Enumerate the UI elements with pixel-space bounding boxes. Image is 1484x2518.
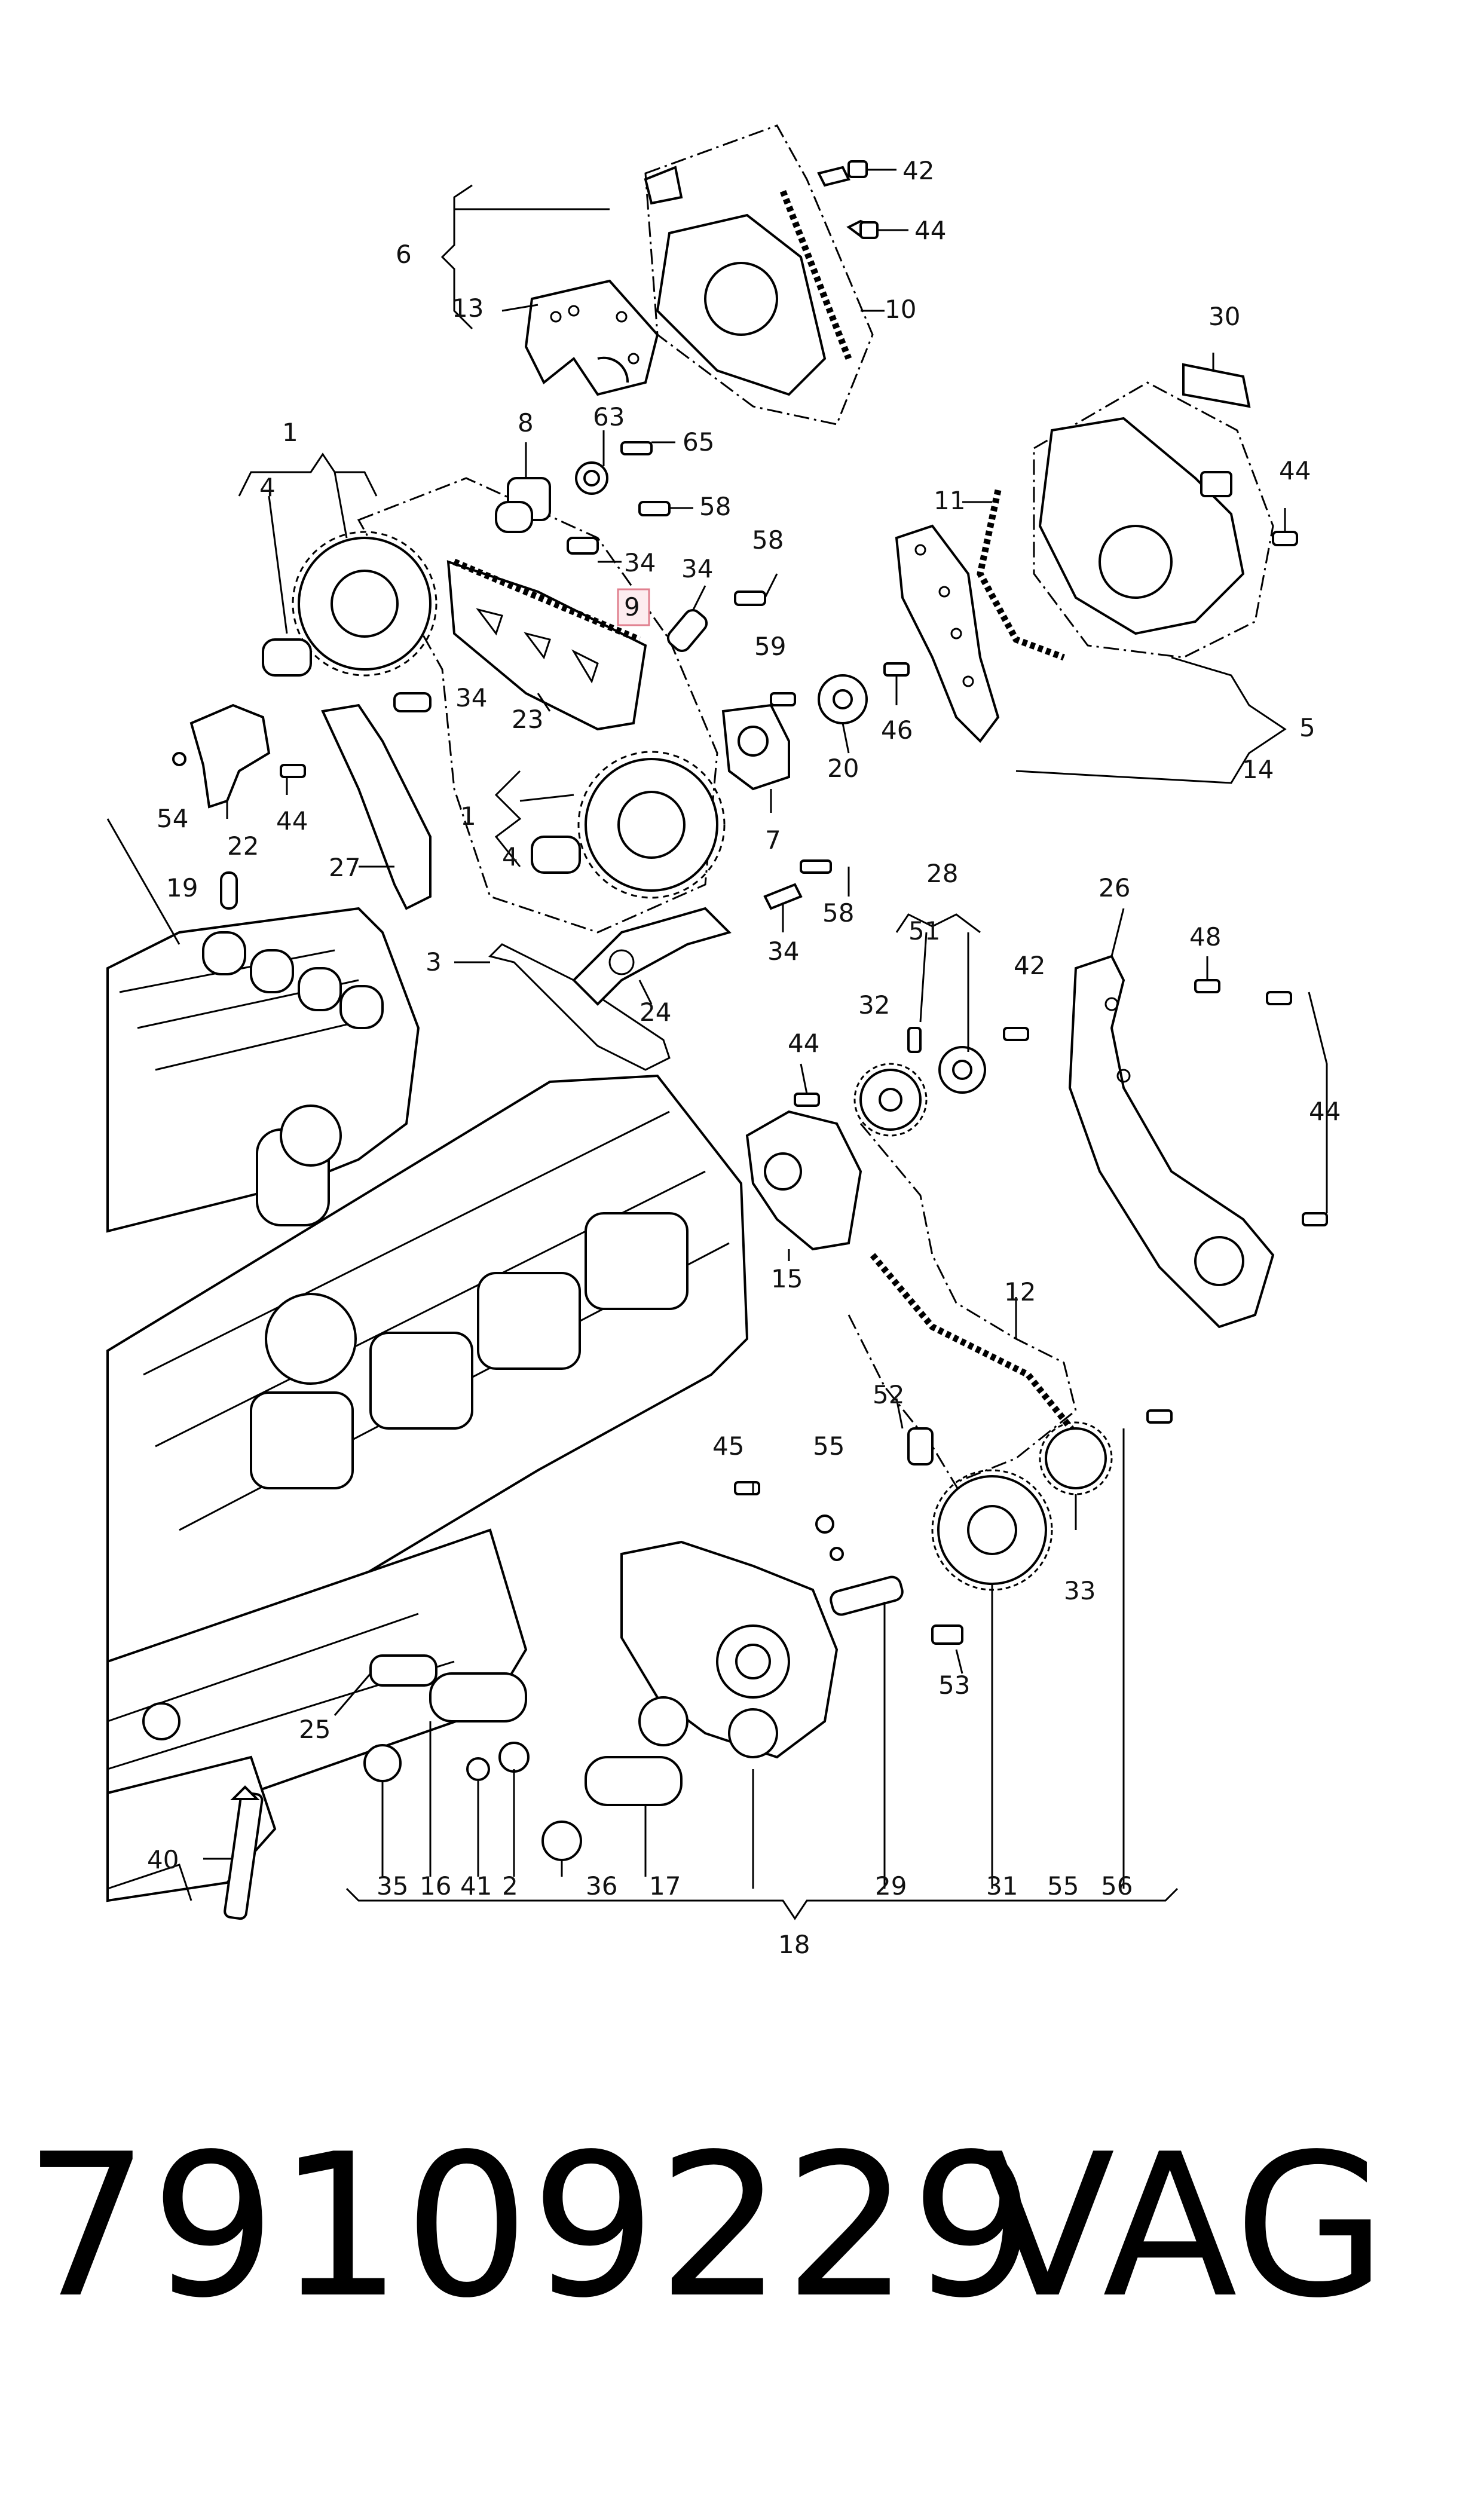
label-58: 58 [699,492,731,521]
label-9: 9 [624,592,640,622]
label-12: 12 [1004,1277,1036,1307]
highlight-box-9 [617,588,650,626]
label-13: 13 [452,293,484,323]
label-41: 41 [460,1871,492,1901]
label-35: 35 [377,1871,408,1901]
label-58c: 58 [822,898,854,928]
label-58b: 58 [752,525,784,555]
right-cover-group [895,353,1298,784]
label-51: 51 [908,916,940,946]
lower-chain-group [847,1123,1173,1674]
label-34: 34 [624,548,656,577]
label-25: 25 [299,1715,331,1744]
label-34b: 34 [681,554,713,583]
label-56: 56 [1101,1871,1133,1901]
label-65: 65 [683,427,714,457]
label-18: 18 [778,1930,810,1959]
label-1: 1 [282,418,298,447]
label-44c: 44 [1279,456,1311,485]
label-19: 19 [166,873,198,902]
label-23: 23 [512,705,543,734]
brand-name: VAG [980,2112,1387,2341]
label-55: 55 [813,1431,844,1461]
middle-gear-group [494,662,910,899]
label-44f: 44 [1309,1097,1341,1126]
label-63: 63 [593,402,625,432]
label-24: 24 [640,998,671,1027]
label-15: 15 [771,1264,803,1293]
label-10: 10 [885,295,916,324]
label-33: 33 [1064,1576,1096,1605]
upper-tensioner-group [440,124,908,426]
lower-sprocket-group [745,913,1029,1261]
label-27: 27 [329,853,360,882]
label-42: 42 [902,156,934,185]
label-32: 32 [858,990,890,1020]
label-4b: 4 [502,842,518,871]
part-number: 79109229 [24,2112,1038,2341]
tensioner-and-guides-left [172,692,432,910]
label-48: 48 [1189,922,1221,951]
label-4: 4 [259,473,276,502]
label-2: 2 [502,1871,518,1901]
label-22: 22 [227,831,259,861]
label-17: 17 [649,1871,681,1901]
label-11: 11 [934,486,965,515]
label-54: 54 [157,804,188,833]
label-44d: 44 [276,806,308,836]
label-45: 45 [712,1431,744,1461]
label-40: 40 [147,1845,179,1874]
label-31: 31 [986,1871,1018,1901]
label-59: 59 [754,632,786,661]
label-55b: 55 [1047,1871,1079,1901]
label-53: 53 [938,1670,970,1700]
label-14: 14 [1242,755,1274,784]
right-guide-group [1068,908,1328,1329]
label-52: 52 [873,1380,904,1409]
label-34d: 34 [767,937,799,966]
timing-chain-3 [454,859,850,1071]
part-labels: 1 4 6 13 42 44 10 30 8 63 65 58 34 9 58 … [147,156,1341,1959]
label-44e: 44 [788,1029,819,1058]
label-20: 20 [827,754,859,783]
label-34c: 34 [455,683,487,712]
label-44: 44 [914,216,946,245]
label-16: 16 [420,1871,451,1901]
fuel-pump-group [203,1428,1179,1920]
engine-cylinder-head [106,818,749,1902]
label-36: 36 [586,1871,617,1901]
upper-cam-gear-group [238,430,778,934]
label-46: 46 [881,715,913,745]
label-1b: 1 [460,801,476,831]
label-30: 30 [1208,302,1240,331]
label-29: 29 [875,1871,907,1901]
label-6: 6 [396,240,412,269]
label-26: 26 [1099,873,1130,902]
label-3: 3 [426,947,442,977]
label-5: 5 [1299,713,1315,742]
label-28: 28 [926,859,958,888]
label-42b: 42 [1014,951,1045,980]
label-7: 7 [765,825,781,855]
label-8: 8 [518,408,534,437]
